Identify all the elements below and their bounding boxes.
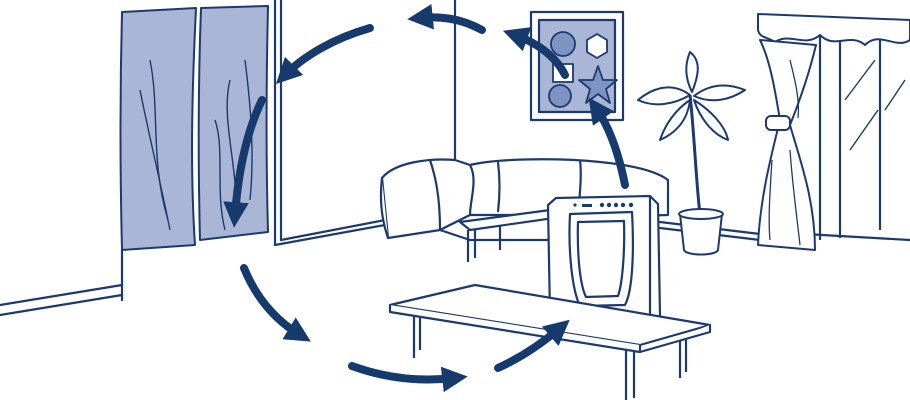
airflow-arrow-top-right (502, 27, 569, 79)
star-icon (578, 65, 618, 104)
airflow-arrow-bottom-right (494, 319, 570, 372)
right-curtain (757, 13, 910, 251)
hexagon-icon (586, 33, 608, 59)
airflow-arrow-bottom (348, 362, 468, 393)
art-shapes (548, 31, 618, 108)
airflow-arrow-top (407, 3, 486, 34)
left-curtains (119, 5, 269, 251)
circle-icon (550, 31, 576, 57)
airflow-arrows (223, 3, 629, 393)
airflow-arrow-bottom-left (240, 264, 311, 342)
potted-plant (637, 51, 746, 256)
airflow-arrow-down-left (223, 96, 266, 228)
back-table (458, 206, 577, 262)
air-purifier (546, 194, 662, 327)
circle-icon (548, 84, 572, 108)
airflow-arrow-top-left (275, 24, 374, 85)
airflow-arrow-up (588, 97, 629, 189)
control-panel (573, 202, 634, 208)
wall-art (529, 10, 625, 122)
front-table (388, 283, 712, 400)
